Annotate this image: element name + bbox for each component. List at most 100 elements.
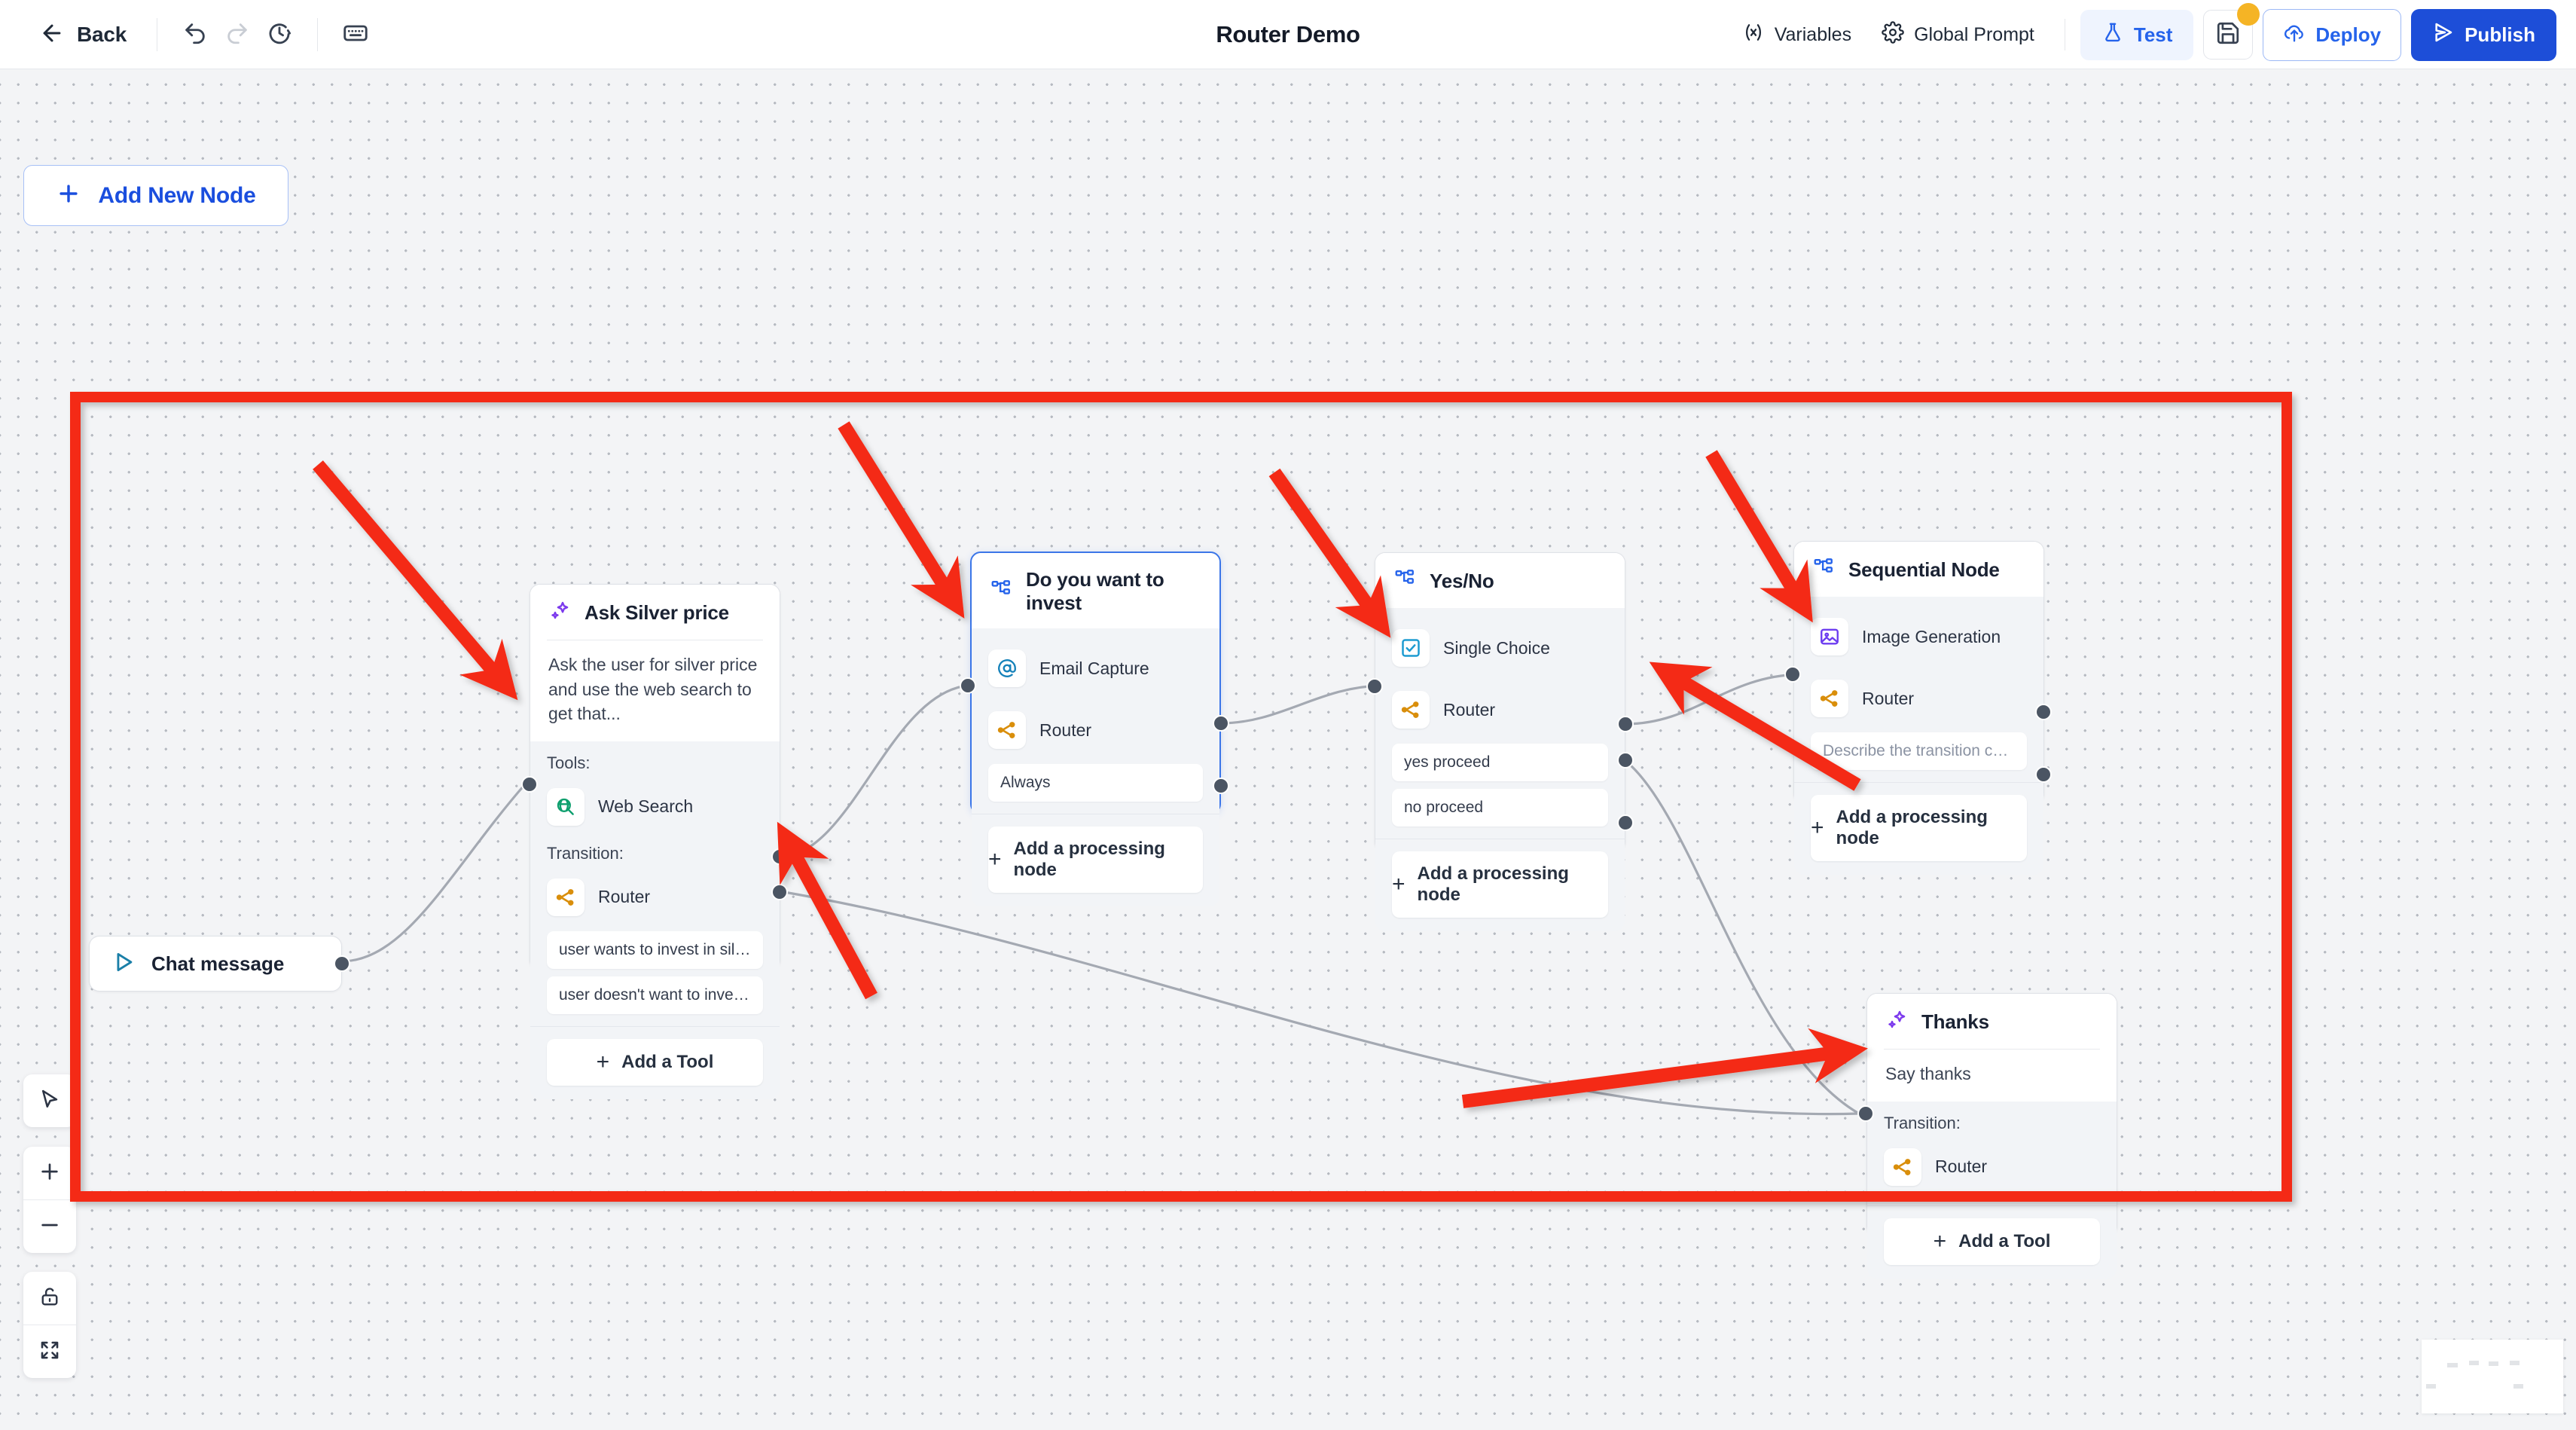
minimap-node xyxy=(2447,1363,2458,1367)
transition-router[interactable]: Router xyxy=(988,705,1203,756)
processing-email-capture[interactable]: Email Capture xyxy=(988,643,1203,695)
handle-sequential-node-in[interactable] xyxy=(1784,666,1801,683)
plus-icon: + xyxy=(1811,815,1824,840)
edge-ask-c2-to-thanks xyxy=(779,890,1860,1116)
add-processing-node-button[interactable]: + Add a processing node xyxy=(1392,851,1608,918)
handle-sequential-node-out-footer[interactable] xyxy=(2035,766,2052,783)
condition-field[interactable]: no proceed xyxy=(1392,789,1608,827)
back-label: Back xyxy=(77,23,127,46)
flow-canvas[interactable]: Add New Node Chat message Ask Silver pri… xyxy=(0,69,2576,1430)
transition-label: Transition: xyxy=(547,843,624,863)
handle-do-you-want-to-invest-out-always[interactable] xyxy=(1213,715,1229,732)
plus-icon xyxy=(38,1160,62,1187)
redo-arrow-icon xyxy=(224,20,250,50)
zoom-out-button[interactable] xyxy=(23,1200,76,1253)
transition-router[interactable]: Router xyxy=(1884,1142,2100,1193)
cloud-upload-icon xyxy=(2283,21,2306,49)
minimap[interactable] xyxy=(2422,1340,2563,1413)
node-yes-no-header: Yes/No xyxy=(1375,553,1625,608)
tool-web-search[interactable]: Web Search xyxy=(547,782,763,833)
transition-router-label: Router xyxy=(1862,688,1915,708)
add-new-node-label: Add New Node xyxy=(98,182,256,208)
node-thanks-description: Say thanks xyxy=(1867,1050,2117,1102)
condition-field[interactable]: Describe the transition condition xyxy=(1811,732,2027,770)
handle-chat-message-out[interactable] xyxy=(334,955,350,972)
node-yes-no-title: Yes/No xyxy=(1430,570,1494,592)
gear-icon xyxy=(1882,20,1904,49)
publish-button[interactable]: Publish xyxy=(2411,8,2556,61)
node-thanks-body: Transition: Router xyxy=(1867,1101,2117,1205)
node-do-you-want-to-invest[interactable]: Do you want to invest Email Capture Rout… xyxy=(970,552,1221,906)
handle-ask-silver-price-in[interactable] xyxy=(521,776,538,793)
condition-field[interactable]: user doesn't want to invest in sil... xyxy=(547,976,763,1014)
node-yes-no[interactable]: Yes/No Single Choice Router yes proceed … xyxy=(1375,552,1625,931)
handle-yes-no-out-no[interactable] xyxy=(1617,752,1634,768)
transition-router-label: Router xyxy=(1443,699,1496,720)
add-a-tool-label: Add a Tool xyxy=(621,1051,714,1072)
cursor-tool-button[interactable] xyxy=(23,1074,76,1127)
add-processing-node-button[interactable]: + Add a processing node xyxy=(988,827,1203,893)
test-label: Test xyxy=(2133,23,2173,46)
deploy-button[interactable]: Deploy xyxy=(2263,8,2402,61)
divider xyxy=(23,1199,76,1200)
node-chat-message[interactable]: Chat message xyxy=(89,936,342,992)
minus-icon xyxy=(38,1213,62,1241)
undo-button[interactable] xyxy=(174,14,216,56)
add-a-tool-button[interactable]: + Add a Tool xyxy=(547,1038,763,1086)
keyboard-icon xyxy=(342,20,369,50)
node-ask-silver-price-title: Ask Silver price xyxy=(584,601,729,624)
processing-single-choice-label: Single Choice xyxy=(1443,637,1550,658)
node-thanks[interactable]: Thanks Say thanks Transition: Router + A… xyxy=(1866,993,2117,1279)
variables-button[interactable]: Variables xyxy=(1727,13,1866,57)
sparkle-icon xyxy=(1885,1009,1908,1035)
handle-sequential-node-out-condition[interactable] xyxy=(2035,704,2052,720)
unsaved-changes-badge xyxy=(2237,3,2260,26)
history-button[interactable] xyxy=(258,14,301,56)
node-sequential-node[interactable]: Sequential Node Image Generation Router … xyxy=(1793,541,2044,875)
handle-yes-no-out-yes[interactable] xyxy=(1617,716,1634,732)
node-sequential-node-footer: + Add a processing node xyxy=(1794,782,2043,875)
cursor-pointer-icon xyxy=(38,1087,62,1115)
lock-toggle-button[interactable] xyxy=(23,1272,76,1325)
handle-do-you-want-to-invest-out-footer[interactable] xyxy=(1213,778,1229,794)
back-button[interactable]: Back xyxy=(26,14,140,56)
undo-arrow-icon xyxy=(182,20,208,50)
processing-image-generation-label: Image Generation xyxy=(1862,626,2001,646)
tools-label: Tools: xyxy=(547,753,591,772)
transition-router[interactable]: Router xyxy=(1392,685,1608,736)
processing-image-generation[interactable]: Image Generation xyxy=(1811,612,2027,663)
handle-ask-silver-price-out-1[interactable] xyxy=(771,848,788,865)
add-a-tool-button[interactable]: + Add a Tool xyxy=(1884,1218,2100,1265)
edge-invest-to-yesno xyxy=(1219,684,1381,725)
handle-yes-no-in[interactable] xyxy=(1366,678,1383,695)
condition-field[interactable]: Always xyxy=(988,764,1203,802)
router-share-icon xyxy=(1811,680,1848,717)
redo-button[interactable] xyxy=(216,14,258,56)
minimap-node xyxy=(2426,1384,2436,1389)
transition-router[interactable]: Router xyxy=(547,872,763,924)
global-prompt-button[interactable]: Global Prompt xyxy=(1866,13,2050,57)
add-new-node-button[interactable]: Add New Node xyxy=(23,165,288,226)
fit-view-button[interactable] xyxy=(23,1325,76,1378)
keyboard-shortcuts-button[interactable] xyxy=(334,14,377,56)
node-sequential-node-body: Image Generation Router Describe the tra… xyxy=(1794,597,2043,782)
handle-ask-silver-price-out-2[interactable] xyxy=(771,884,788,900)
handle-yes-no-out-footer[interactable] xyxy=(1617,814,1634,831)
plus-icon: + xyxy=(988,847,1002,872)
transition-router[interactable]: Router xyxy=(1811,674,2027,725)
flask-icon xyxy=(2101,21,2124,49)
node-ask-silver-price[interactable]: Ask Silver price Ask the user for silver… xyxy=(530,584,780,1099)
handle-thanks-in[interactable] xyxy=(1857,1105,1874,1122)
processing-single-choice[interactable]: Single Choice xyxy=(1392,623,1608,674)
add-processing-node-label: Add a processing node xyxy=(1013,839,1165,880)
minimap-node xyxy=(2489,1361,2498,1366)
deploy-label: Deploy xyxy=(2315,23,2382,46)
condition-field[interactable]: yes proceed xyxy=(1392,744,1608,781)
handle-do-you-want-to-invest-in[interactable] xyxy=(960,677,976,694)
add-processing-node-button[interactable]: + Add a processing node xyxy=(1811,795,2027,861)
zoom-in-button[interactable] xyxy=(23,1147,76,1199)
condition-field[interactable]: user wants to invest in silver xyxy=(547,930,763,969)
test-button[interactable]: Test xyxy=(2080,9,2194,60)
node-thanks-header: Thanks xyxy=(1867,994,2117,1049)
global-prompt-label: Global Prompt xyxy=(1914,23,2034,45)
